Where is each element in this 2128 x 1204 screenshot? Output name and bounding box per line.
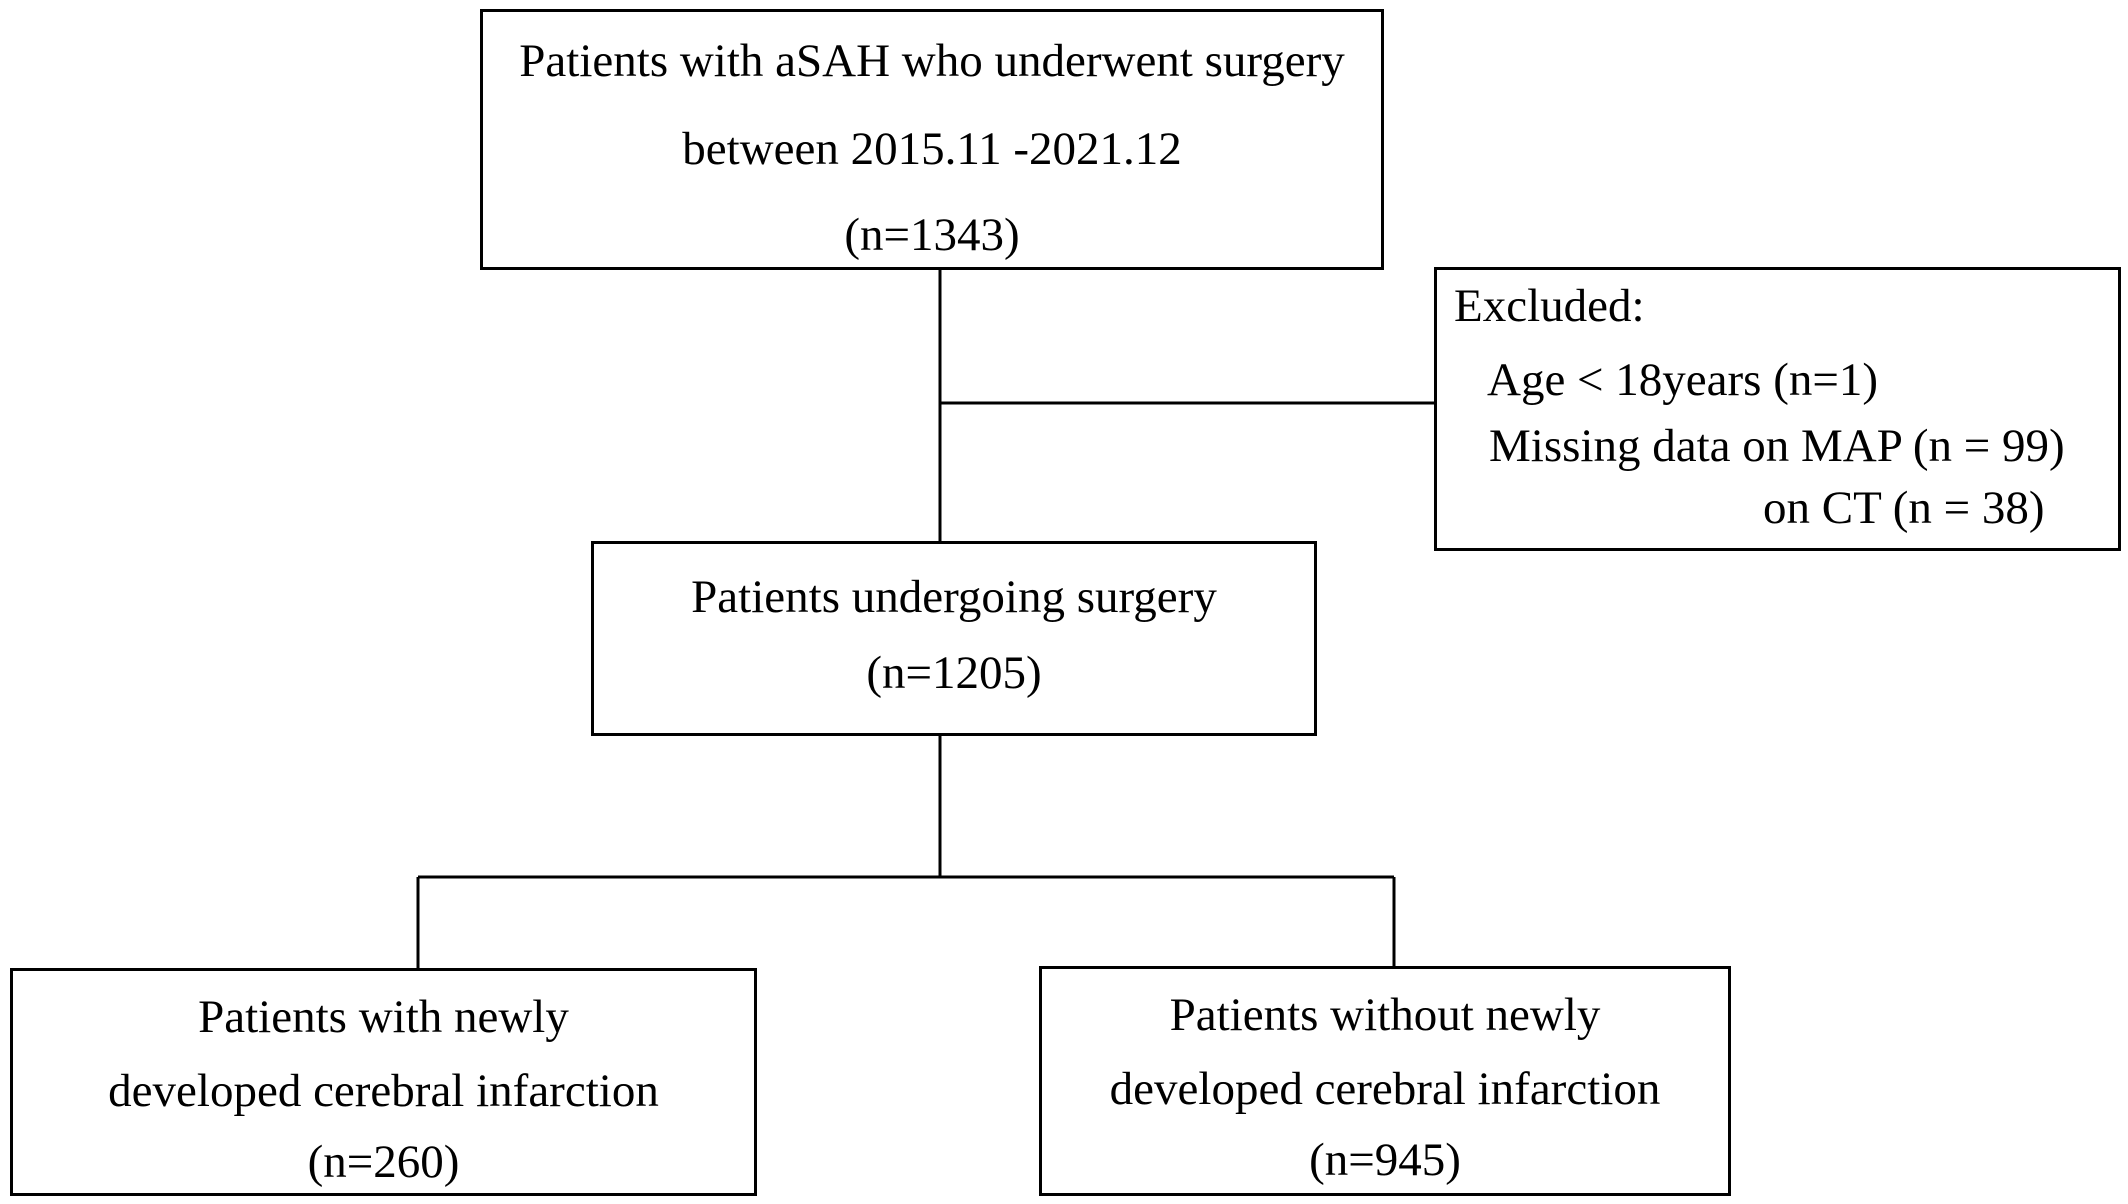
infarction-group-box: Patients with newly developed cerebral i… [10,968,757,1196]
enrollment-line-1: Patients with aSAH who underwent surgery [519,35,1345,87]
excluded-item-age: Age < 18years (n=1) [1487,354,1879,406]
excluded-item-missing-map: Missing data on MAP (n = 99) [1489,420,2065,472]
surgery-box: Patients undergoing surgery (n=1205) [591,541,1317,736]
enrollment-line-2: between 2015.11 -2021.12 [682,123,1182,175]
infarction-group-count: (n=260) [307,1136,460,1188]
excluded-box: Excluded: Age < 18years (n=1) Missing da… [1434,267,2121,551]
surgery-count: (n=1205) [866,647,1042,699]
no-infarction-group-line-2: developed cerebral infarction [1109,1063,1661,1115]
surgery-line-1: Patients undergoing surgery [691,571,1217,623]
no-infarction-group-box: Patients without newly developed cerebra… [1039,966,1731,1196]
infarction-group-line-1: Patients with newly [198,991,569,1043]
excluded-heading: Excluded: [1454,280,1645,332]
enrollment-count: (n=1343) [844,209,1020,261]
no-infarction-group-count: (n=945) [1309,1134,1461,1186]
enrollment-box: Patients with aSAH who underwent surgery… [480,9,1384,270]
infarction-group-line-2: developed cerebral infarction [108,1065,659,1117]
excluded-item-missing-ct: on CT (n = 38) [1763,482,2045,534]
no-infarction-group-line-1: Patients without newly [1169,989,1601,1041]
